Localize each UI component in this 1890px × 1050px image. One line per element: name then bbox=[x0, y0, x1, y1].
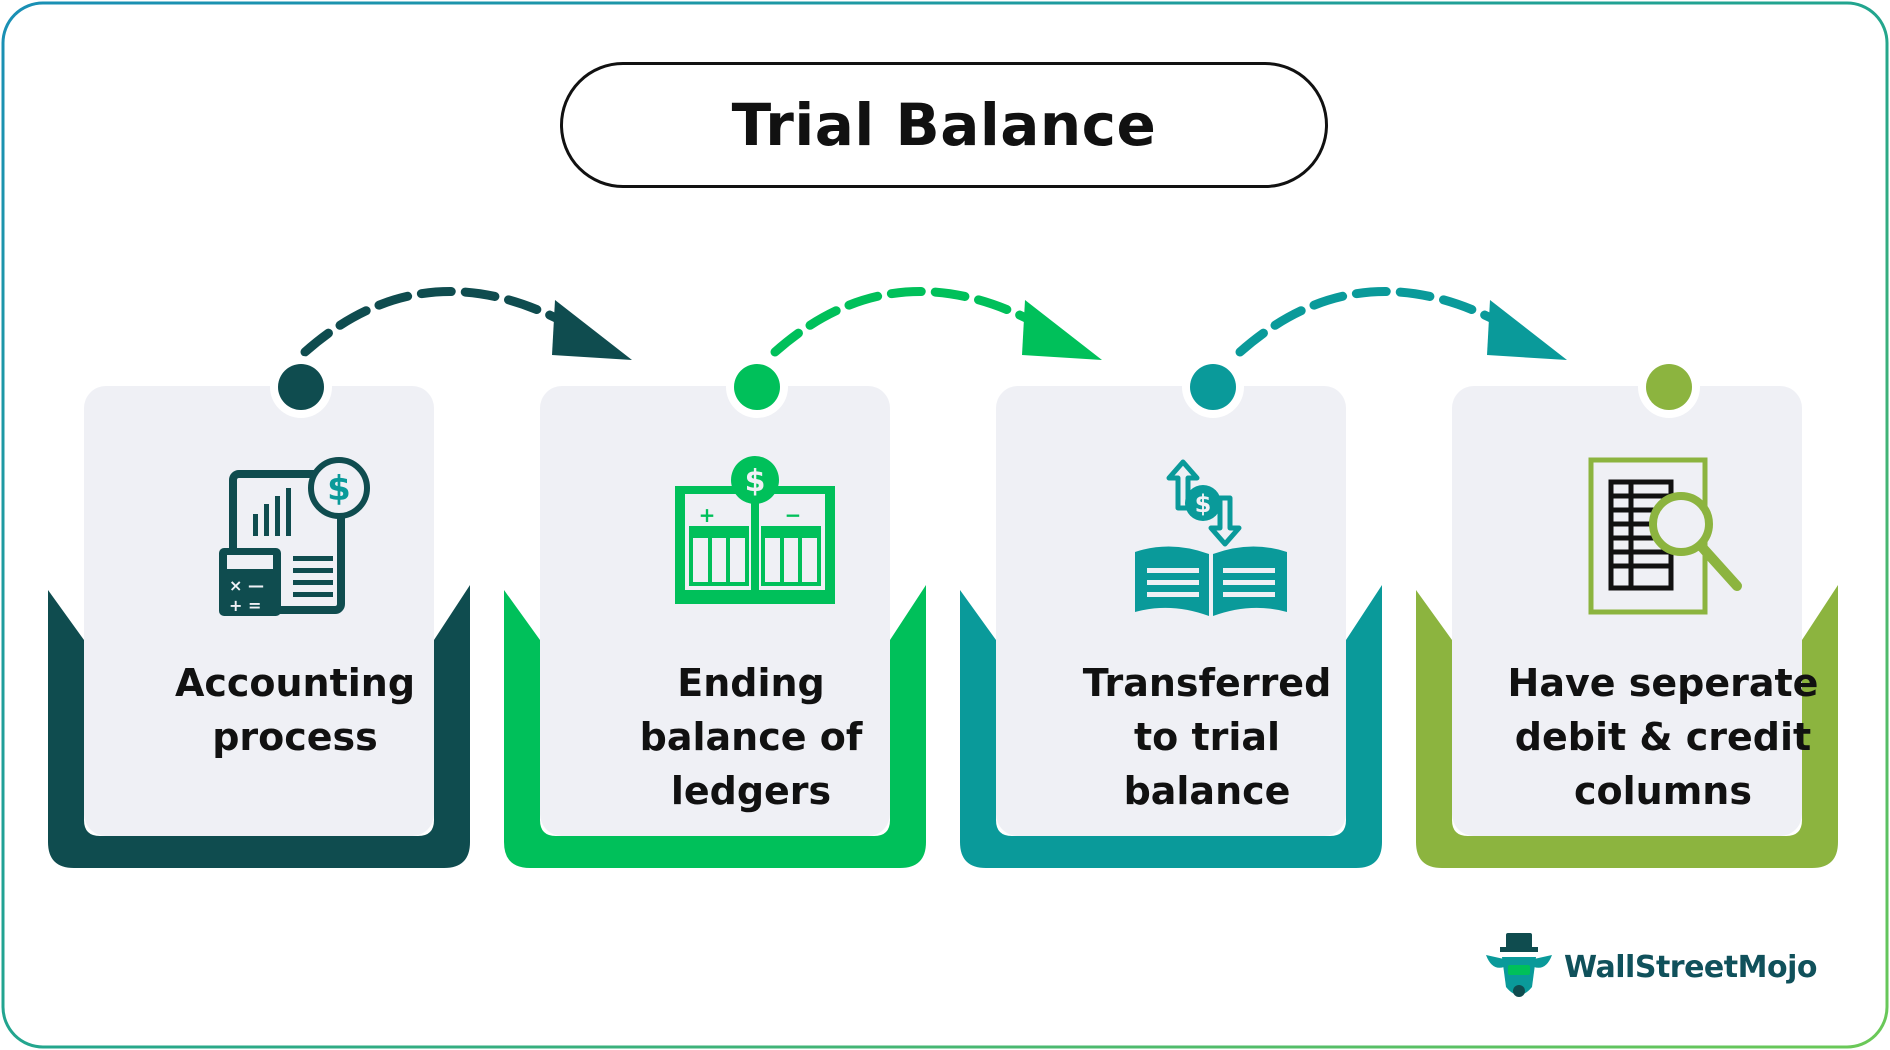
step-4-base bbox=[1416, 585, 1838, 868]
step-1-label: Accounting process bbox=[120, 656, 470, 764]
svg-text:$: $ bbox=[1195, 490, 1212, 518]
arrow-3 bbox=[1235, 287, 1567, 360]
step-1-base bbox=[48, 585, 470, 868]
step-4-label: Have seperate debit & credit columns bbox=[1488, 656, 1838, 818]
step-3-label-line: Transferred bbox=[1082, 661, 1332, 705]
step-2-dot bbox=[734, 364, 780, 410]
step-4: Have seperate debit & credit columns bbox=[1416, 356, 1846, 870]
brand-name: WallStreetMojo bbox=[1564, 950, 1817, 985]
step-2-label-line: Ending bbox=[677, 661, 825, 705]
step-2: + − $ Ending balance of ledgers bbox=[504, 356, 934, 870]
svg-text:$: $ bbox=[745, 464, 766, 499]
step-3: $ Transferred to trial balance bbox=[960, 356, 1390, 870]
bull-logo-icon bbox=[1486, 932, 1552, 997]
step-4-card: Have seperate debit & credit columns bbox=[1452, 356, 1818, 836]
step-3-card: $ Transferred to trial balance bbox=[996, 356, 1346, 836]
svg-text:+: + bbox=[699, 503, 716, 527]
step-1-label-line: process bbox=[212, 715, 378, 759]
svg-text:$: $ bbox=[327, 469, 351, 509]
step-2-card: + − $ Ending balance of ledgers bbox=[540, 356, 890, 836]
svg-text:−: − bbox=[785, 503, 802, 527]
svg-text:× —: × — bbox=[229, 576, 264, 595]
step-3-label-line: balance bbox=[1123, 769, 1291, 813]
book-transfer-icon: $ bbox=[1135, 459, 1287, 616]
step-1-dot bbox=[278, 364, 324, 410]
step-2-label: Ending balance of ledgers bbox=[576, 656, 926, 818]
step-2-base bbox=[504, 585, 926, 868]
brand: WallStreetMojo bbox=[1482, 930, 1817, 1005]
page-title: Trial Balance bbox=[731, 91, 1157, 159]
title-pill: Trial Balance bbox=[560, 62, 1328, 188]
step-4-label-line: Have seperate bbox=[1507, 661, 1819, 705]
arrow-1 bbox=[300, 287, 632, 360]
step-3-dot bbox=[1190, 364, 1236, 410]
step-4-dot bbox=[1646, 364, 1692, 410]
report-calculator-icon: $ × — + = bbox=[219, 457, 370, 616]
step-3-base bbox=[960, 585, 1382, 868]
step-1: $ × — + = Accounting process bbox=[48, 356, 478, 870]
svg-text:+ =: + = bbox=[229, 596, 261, 615]
step-2-label-line: ledgers bbox=[670, 769, 832, 813]
arrow-2 bbox=[770, 287, 1102, 360]
step-3-label: Transferred to trial balance bbox=[1032, 656, 1382, 818]
step-1-label-line: Accounting bbox=[174, 661, 416, 705]
step-2-label-line: balance of bbox=[639, 715, 863, 759]
ledger-book-icon: + − $ bbox=[675, 456, 835, 604]
step-3-label-line: to trial bbox=[1133, 715, 1281, 759]
document-magnifier-icon bbox=[1588, 457, 1742, 615]
step-1-card: $ × — + = Accounting process bbox=[84, 356, 434, 836]
step-4-label-line: debit & credit bbox=[1514, 715, 1812, 759]
step-4-label-line: columns bbox=[1574, 769, 1752, 813]
